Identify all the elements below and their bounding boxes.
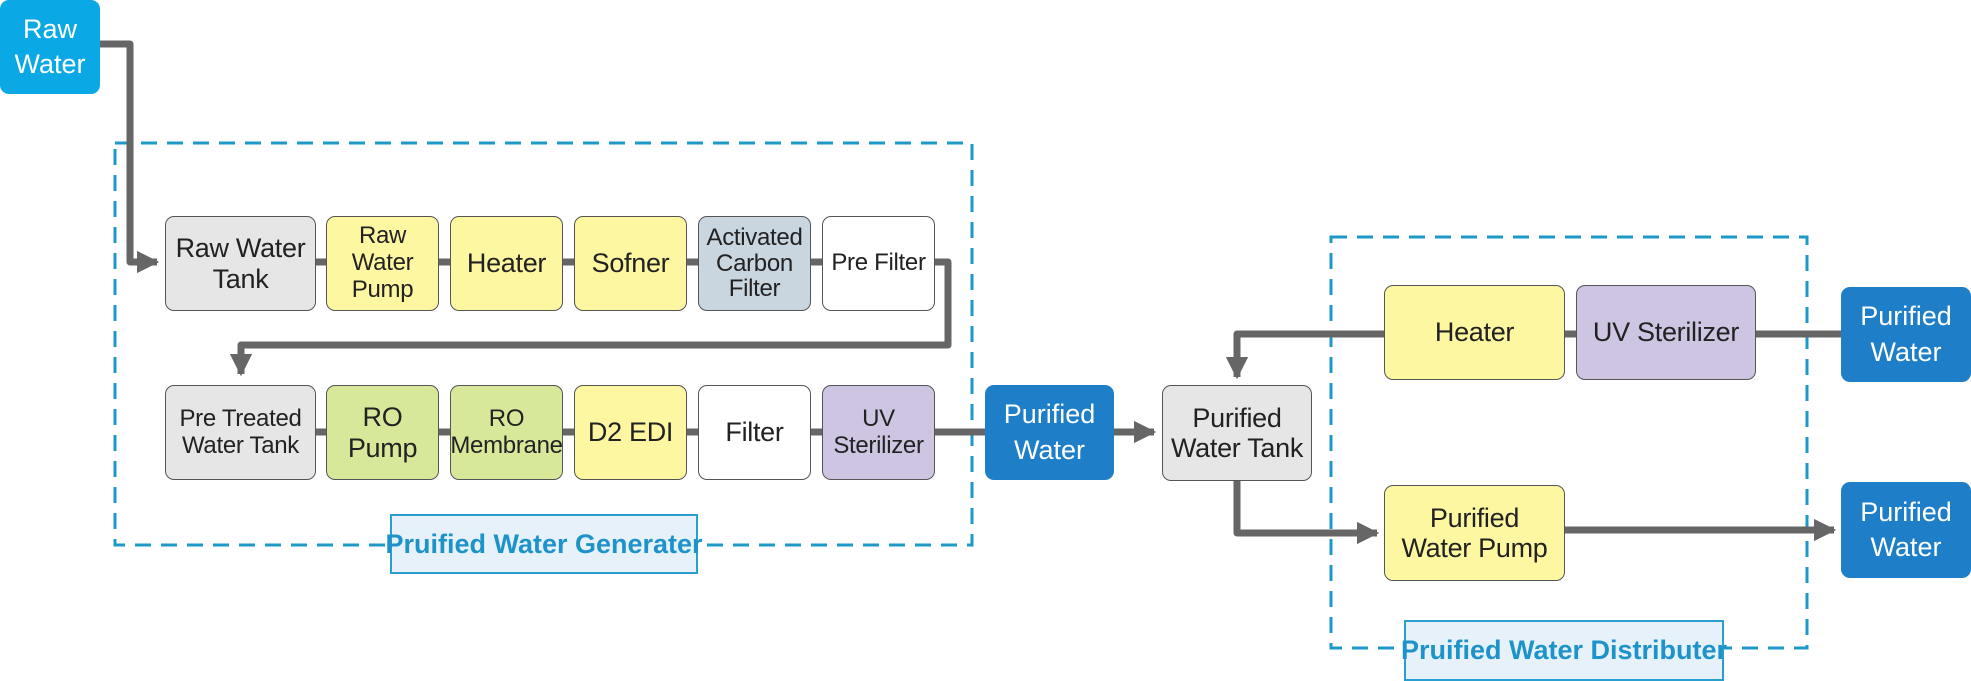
heater-node: Heater bbox=[450, 216, 563, 311]
pre-filter-node: Pre Filter bbox=[822, 216, 935, 311]
purified-water-output-bottom: Purified Water bbox=[1841, 482, 1971, 578]
distributer-heater-node: Heater bbox=[1384, 285, 1565, 380]
raw-water-source: Raw Water bbox=[0, 0, 100, 94]
purified-water-output-top: Purified Water bbox=[1841, 287, 1971, 382]
flow-arrow-prefilter-to-pretreated bbox=[229, 258, 952, 377]
generator-group-boundary bbox=[113, 141, 974, 547]
flow-arrow-heater-to-tank bbox=[1225, 330, 1384, 380]
raw-water-pump-node: Raw Water Pump bbox=[326, 216, 439, 311]
raw-water-tank-node: Raw Water Tank bbox=[165, 216, 316, 311]
pre-treated-water-tank-node: Pre Treated Water Tank bbox=[165, 385, 316, 480]
flow-arrow-tank-to-pump bbox=[1233, 481, 1380, 545]
filter-node: Filter bbox=[698, 385, 811, 480]
purified-water-tank-node: Purified Water Tank bbox=[1162, 385, 1312, 481]
flow-arrow-raw-water-in bbox=[98, 40, 160, 274]
generator-group-label: Pruified Water Generater bbox=[385, 514, 703, 574]
purified-water-pump-node: Purified Water Pump bbox=[1384, 485, 1565, 581]
purified-water-mid-node: Purified Water bbox=[985, 385, 1114, 480]
sofner-node: Sofner bbox=[574, 216, 687, 311]
distributer-group-label: Pruified Water Distributer bbox=[1401, 620, 1727, 681]
ro-pump-node: RO Pump bbox=[326, 385, 439, 480]
activated-carbon-filter-node: Activated Carbon Filter bbox=[698, 216, 811, 311]
uv-sterilizer-node: UV Sterilizer bbox=[822, 385, 935, 480]
d2-edi-node: D2 EDI bbox=[574, 385, 687, 480]
distributer-uv-sterilizer-node: UV Sterilizer bbox=[1576, 285, 1756, 380]
ro-membrane-node: RO Membrane bbox=[450, 385, 563, 480]
